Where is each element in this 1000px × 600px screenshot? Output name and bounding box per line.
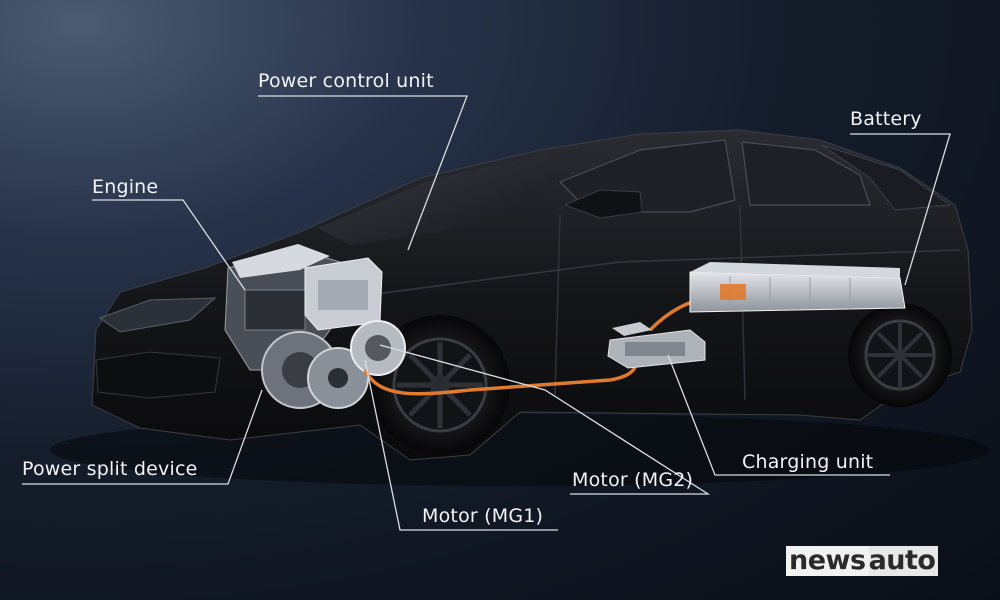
leader-motor-mg1: [364, 359, 558, 531]
leader-charging-unit: [667, 354, 890, 476]
mirror: [563, 189, 643, 219]
power-split-device: [261, 331, 369, 409]
headlight: [98, 297, 217, 333]
battery-pack: [689, 262, 906, 313]
leader-battery: [850, 133, 951, 286]
front-wheel: [370, 315, 510, 455]
leader-lines: [22, 95, 951, 531]
door-line: [554, 214, 561, 396]
label-charging-unit: Charging unit: [742, 451, 874, 473]
rear-window: [821, 144, 952, 211]
label-power-split-device: Power split device: [22, 458, 198, 480]
charging-unit: [607, 322, 706, 369]
windshield: [318, 154, 560, 245]
logo-auto: auto: [868, 546, 939, 576]
leader-engine: [92, 199, 246, 291]
label-power-control-unit: Power control unit: [258, 70, 434, 92]
label-motor-mg1: Motor (MG1): [422, 505, 544, 527]
newsauto-logo: news auto: [786, 546, 939, 576]
rear-wheel: [848, 303, 952, 407]
label-motor-mg2: Motor (MG2): [572, 469, 694, 491]
character-line: [329, 249, 961, 301]
label-battery: Battery: [850, 108, 922, 130]
label-engine: Engine: [92, 176, 159, 198]
logo-news: news: [786, 546, 869, 576]
front-grille: [95, 351, 221, 399]
leader-motor-mg2: [379, 344, 711, 495]
leader-power-control-unit: [258, 95, 468, 251]
rear-side-window: [741, 141, 871, 206]
leader-power-split-device: [22, 389, 263, 485]
power-control-unit: [304, 257, 383, 331]
motor-mg1: [350, 320, 406, 376]
